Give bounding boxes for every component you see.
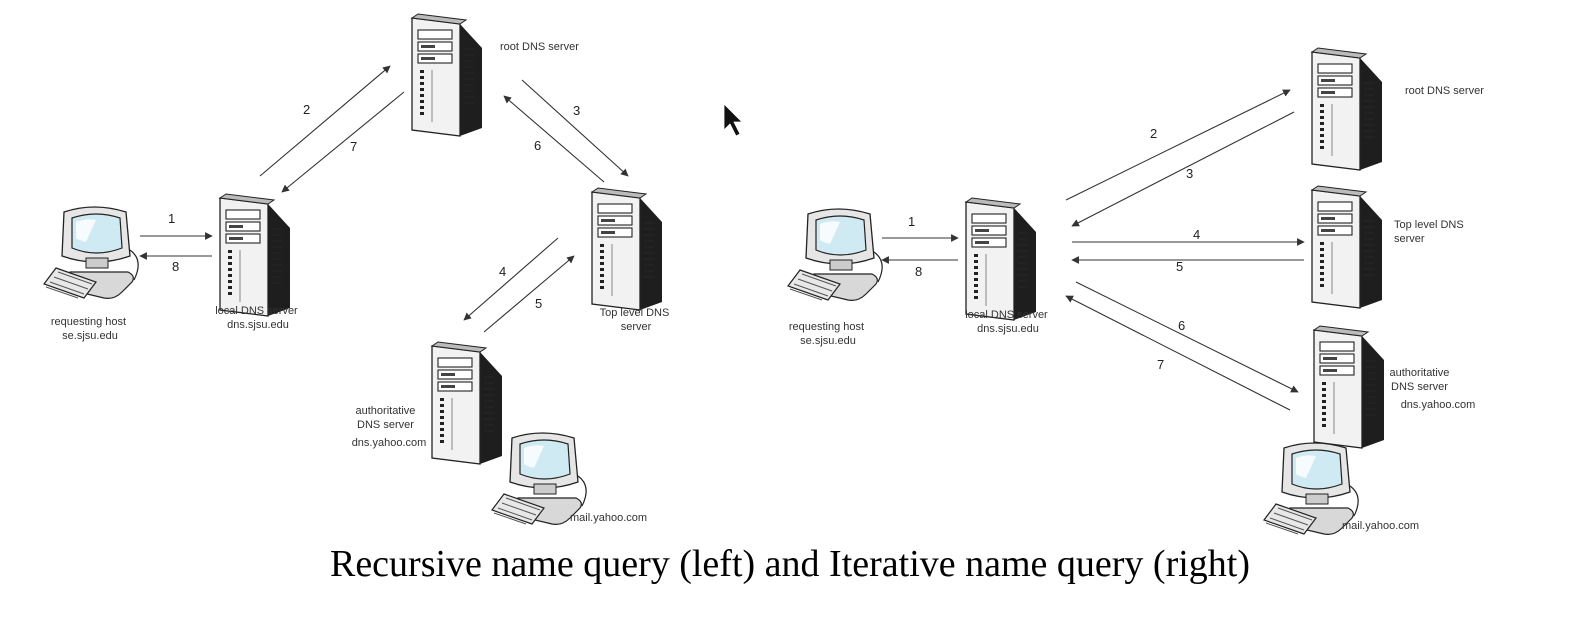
recursive-arrow-2 xyxy=(259,65,391,177)
iterative-tld-dns-label: Top level DNS server xyxy=(1394,219,1467,245)
recursive-host-label: requesting host se.sjsu.edu xyxy=(51,316,129,342)
iterative-step-8: 8 xyxy=(915,264,922,279)
iterative-local-dns-label: local DNS server dns.sjsu.edu xyxy=(965,309,1051,335)
recursive-step-3: 3 xyxy=(573,103,580,118)
iterative-arrow-7 xyxy=(1065,295,1291,411)
iterative-local-dns-server-icon xyxy=(965,197,1037,321)
recursive-step-2: 2 xyxy=(303,102,310,117)
iterative-step-6: 6 xyxy=(1178,318,1185,333)
root-dns-server-icon xyxy=(411,13,483,137)
recursive-step-5: 5 xyxy=(535,296,542,311)
mail-host-computer-icon xyxy=(491,432,587,526)
iterative-host-label: requesting host se.sjsu.edu xyxy=(789,321,867,347)
recursive-step-7: 7 xyxy=(350,139,357,154)
iterative-diagram: requesting host se.sjsu.edu local DNS se… xyxy=(787,47,1484,536)
figure-caption: Recursive name query (left) and Iterativ… xyxy=(329,543,1251,585)
recursive-arrow-5 xyxy=(483,255,575,333)
authoritative-dns-server-icon xyxy=(431,341,503,465)
recursive-arrow-6 xyxy=(503,95,605,183)
recursive-mail-label: mail.yahoo.com xyxy=(570,512,647,524)
recursive-diagram: requesting host se.sjsu.edu local DNS se… xyxy=(43,13,673,526)
recursive-arrow-4 xyxy=(463,237,559,321)
iterative-root-dns-server-icon xyxy=(1311,47,1383,171)
recursive-local-dns-label: local DNS server dns.sjsu.edu xyxy=(215,305,301,331)
requesting-host-computer-icon xyxy=(43,206,139,300)
iterative-authoritative-dns-server-icon xyxy=(1313,325,1385,449)
iterative-step-1: 1 xyxy=(908,214,915,229)
recursive-step-1: 1 xyxy=(168,211,175,226)
recursive-arrow-3 xyxy=(521,79,629,177)
iterative-tld-dns-server-icon xyxy=(1311,185,1383,309)
recursive-tld-dns-label: Top level DNS server xyxy=(600,307,673,333)
iterative-arrow-3 xyxy=(1071,111,1295,227)
local-dns-server-icon xyxy=(219,193,291,317)
iterative-step-2: 2 xyxy=(1150,126,1157,141)
recursive-auth-dns-label: authoritative DNS server dns.yahoo.com xyxy=(352,405,427,449)
recursive-root-dns-label: root DNS server xyxy=(500,41,579,53)
iterative-requesting-host-computer-icon xyxy=(787,208,883,302)
recursive-step-8: 8 xyxy=(172,259,179,274)
iterative-step-3: 3 xyxy=(1186,166,1193,181)
iterative-step-7: 7 xyxy=(1157,357,1164,372)
iterative-mail-label: mail.yahoo.com xyxy=(1342,520,1419,532)
iterative-arrow-6 xyxy=(1075,281,1299,393)
iterative-root-dns-label: root DNS server xyxy=(1405,85,1484,97)
tld-dns-server-icon xyxy=(591,187,663,311)
iterative-step-4: 4 xyxy=(1193,227,1200,242)
recursive-arrow-7 xyxy=(281,91,405,193)
mouse-cursor-icon xyxy=(723,103,743,137)
iterative-step-5: 5 xyxy=(1176,259,1183,274)
iterative-arrow-2 xyxy=(1065,89,1291,201)
recursive-step-6: 6 xyxy=(534,138,541,153)
iterative-auth-dns-label: authoritative DNS server dns.yahoo.com xyxy=(1390,367,1476,411)
recursive-step-4: 4 xyxy=(499,264,506,279)
